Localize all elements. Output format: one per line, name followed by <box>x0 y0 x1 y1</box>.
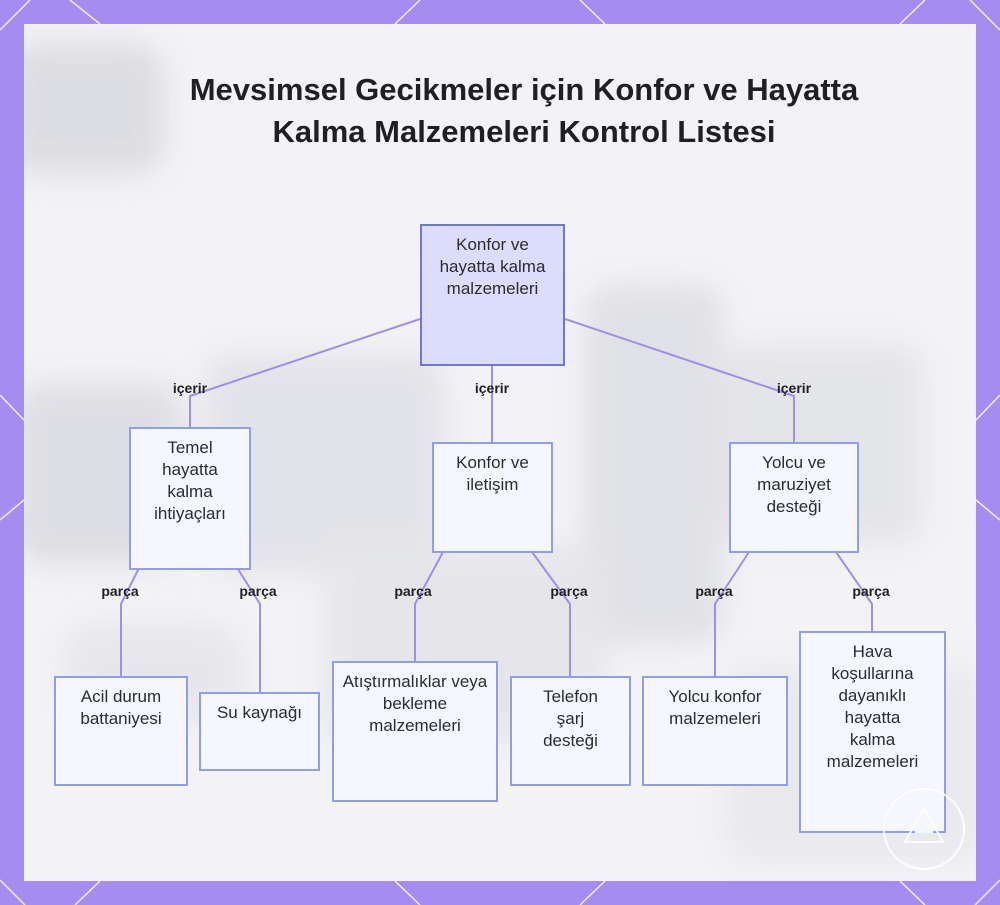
node-root: Konfor ve hayatta kalma malzemeleri <box>420 224 565 366</box>
edge-comfort-phone <box>531 551 571 676</box>
node-weather-survival: Hava koşullarına dayanıklı hayatta kalma… <box>799 631 946 833</box>
node-emergency-blanket: Acil durum battaniyesi <box>54 676 188 786</box>
edge-comfort-snacks <box>414 551 444 661</box>
node-water-supply: Su kaynağı <box>199 692 320 771</box>
edge-basic-water <box>235 565 261 692</box>
edge-passenger-pcomfort <box>714 551 750 676</box>
edge-basic-blanket <box>120 565 141 676</box>
diagram-card: Mevsimsel Gecikmeler için Konfor ve Haya… <box>24 24 976 881</box>
connectors <box>120 318 873 692</box>
edge-label-contains: içerir <box>172 380 208 396</box>
edge-label-part: parça <box>101 583 139 599</box>
node-comfort-communication: Konfor ve iletişim <box>432 442 553 553</box>
node-snacks: Atıştırmalıklar veya bekleme malzemeleri <box>332 661 498 802</box>
edge-passenger-weather <box>835 551 873 631</box>
diagram-title: Mevsimsel Gecikmeler için Konfor ve Haya… <box>189 72 859 149</box>
edge-label-contains: içerir <box>776 380 812 396</box>
edge-label-part: parça <box>852 583 890 599</box>
edge-label-part: parça <box>394 583 432 599</box>
watermark-logo-icon <box>883 788 965 870</box>
edge-root-basic <box>189 318 421 427</box>
node-passenger-exposure: Yolcu ve maruziyet desteği <box>729 442 859 553</box>
edge-label-part: parça <box>550 583 588 599</box>
node-phone-charging: Telefon şarj desteği <box>510 676 631 786</box>
edge-label-part: parça <box>695 583 733 599</box>
edge-root-passenger <box>564 318 795 442</box>
edge-label-contains: içerir <box>474 380 510 396</box>
edge-label-part: parça <box>239 583 277 599</box>
node-basic-survival: Temel hayatta kalma ihtiyaçları <box>129 427 251 570</box>
node-passenger-comfort: Yolcu konfor malzemeleri <box>642 676 788 786</box>
